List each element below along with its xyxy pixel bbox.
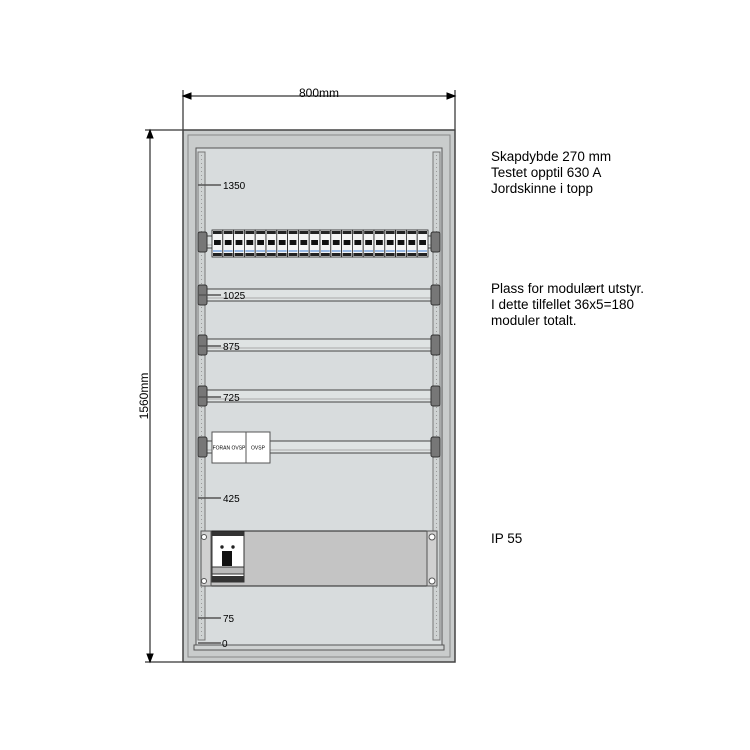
rail-bracket xyxy=(197,231,208,253)
mcb-breaker xyxy=(222,229,235,258)
surge-protector: FORAN OVSP OVSP xyxy=(211,431,271,464)
height-mark-label: 75 xyxy=(223,614,235,625)
height-mark-label: 1350 xyxy=(223,181,246,192)
mcb-breaker xyxy=(287,229,299,258)
rail-bracket xyxy=(430,231,441,253)
rail-bracket xyxy=(430,334,441,356)
main-breaker xyxy=(211,531,245,583)
surge-label-left: FORAN OVSP xyxy=(213,446,246,452)
rail-bracket xyxy=(197,436,208,458)
note-earth-bar: Jordskinne i topp xyxy=(491,181,594,196)
width-dimension xyxy=(181,90,457,130)
note-modular-space: Plass for modulært utstyr. xyxy=(491,281,645,296)
rail-bracket xyxy=(430,436,441,458)
mcb-breaker xyxy=(211,229,224,258)
din-rail xyxy=(197,385,441,407)
note-ip-rating: IP 55 xyxy=(491,531,523,546)
mcb-breaker xyxy=(297,229,310,258)
mcb-breaker xyxy=(308,229,321,258)
note-modules-calc: I dette tilfellet 36x5=180 xyxy=(491,297,634,312)
note-top: Skapdybde 270 mm Testet opptil 630 A Jor… xyxy=(491,149,611,197)
mcb-breaker xyxy=(373,229,386,258)
rail-bracket xyxy=(197,334,208,356)
surge-label-right: OVSP xyxy=(251,446,266,452)
mcb-breaker xyxy=(233,229,245,258)
rail-bracket xyxy=(430,284,441,306)
mcb-breaker xyxy=(395,229,407,258)
note-middle: Plass for modulært utstyr. I dette tilfe… xyxy=(491,281,644,329)
rail-bracket xyxy=(197,385,208,407)
mcb-breaker xyxy=(254,229,267,258)
height-label: 1560mm xyxy=(137,373,151,420)
mcb-breaker xyxy=(351,229,364,258)
height-mark-label: 0 xyxy=(222,639,228,650)
din-rail xyxy=(197,334,441,356)
note-modules-total: moduler totalt. xyxy=(491,313,577,328)
height-mark-label: 425 xyxy=(223,494,240,505)
mcb-breaker xyxy=(319,229,332,258)
mcb-breaker xyxy=(265,229,278,258)
width-label: 800mm xyxy=(299,86,339,100)
rail-bracket xyxy=(430,385,441,407)
note-tested: Testet opptil 630 A xyxy=(491,165,602,180)
mcb-breaker xyxy=(243,229,256,258)
mcb-breaker xyxy=(384,229,396,258)
mcb-breaker xyxy=(416,229,429,258)
height-dimension xyxy=(145,128,183,664)
note-bottom: IP 55 xyxy=(491,531,522,547)
mcb-breaker xyxy=(276,229,288,258)
note-depth: Skapdybde 270 mm xyxy=(491,149,612,164)
mcb-breaker xyxy=(341,229,353,258)
mcb-breaker xyxy=(362,229,375,258)
height-mark-label: 1025 xyxy=(223,291,246,302)
mcb-breaker xyxy=(330,229,342,258)
height-mark-label: 725 xyxy=(223,393,240,404)
mcb-breaker xyxy=(405,229,418,258)
bottom-plate xyxy=(193,644,445,651)
height-mark-label: 875 xyxy=(223,342,240,353)
